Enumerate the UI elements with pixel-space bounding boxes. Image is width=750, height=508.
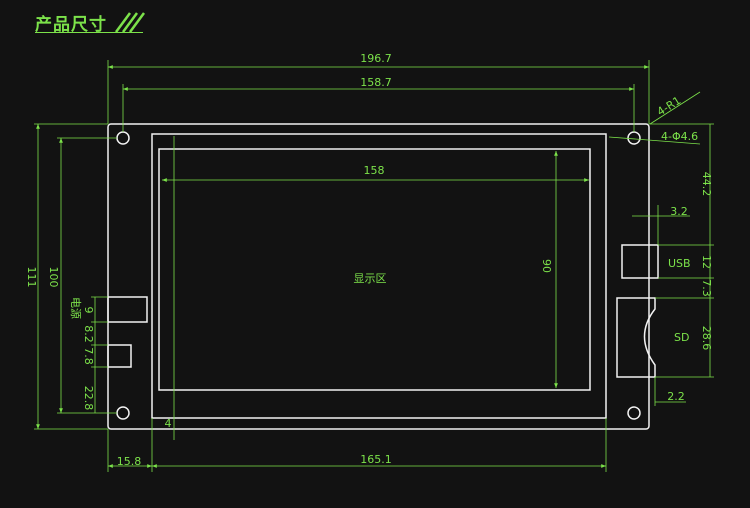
display-frame <box>151 133 607 419</box>
dim-sd-offset-text: 2.2 <box>667 390 685 403</box>
dim-display-width-text: 165.1 <box>360 453 392 466</box>
corner-radius-label: 4-R1 <box>655 94 684 119</box>
dim-bottom-margin-text: 4 <box>165 417 172 430</box>
dim-total-height-text: 111 <box>25 267 38 288</box>
dim-total-width-text: 196.7 <box>360 52 392 65</box>
usb-label: USB <box>668 257 691 270</box>
power-connector-1 <box>107 296 148 323</box>
sd-card-slot <box>616 297 656 378</box>
dim-right: 44.2 12 7.3 28.6 <box>649 123 714 378</box>
dim-power-2-text: 7.8 <box>82 347 95 365</box>
dim-hole-span-height: 100 <box>47 137 117 414</box>
corner-leader-line <box>649 91 701 125</box>
dim-left-power: 9 8.2 7.8 22.8 <box>82 296 108 413</box>
display-area-label: 显示区 <box>354 272 387 285</box>
mount-hole-top-right <box>627 131 641 145</box>
title-slash-icon <box>114 12 146 33</box>
screen-area <box>158 148 591 391</box>
hole-leader-line <box>608 136 701 145</box>
dim-usb-offset-text: 3.2 <box>670 205 688 218</box>
sd-label: SD <box>674 331 689 344</box>
dim-power-gap-text: 8.2 <box>82 325 95 343</box>
dim-left-margin-text: 15.8 <box>117 455 142 468</box>
dim-screen-width: 158 <box>162 164 589 182</box>
dim-hole-span-width: 158.7 <box>122 76 635 132</box>
dim-total-height: 111 <box>25 123 108 430</box>
dim-power-1-text: 9 <box>82 307 95 314</box>
title-underline <box>35 32 143 33</box>
page-title: 产品尺寸 <box>35 15 107 35</box>
dim-usb-offset: 3.2 <box>632 205 690 245</box>
dim-total-width: 196.7 <box>107 52 650 124</box>
dim-sd-height-text: 28.6 <box>700 326 713 351</box>
dim-screen-height: 90 <box>540 151 558 388</box>
dim-top-to-usb-text: 44.2 <box>700 172 713 197</box>
dim-usb-height-text: 12 <box>700 255 713 269</box>
dim-screen-width-text: 158 <box>364 164 385 177</box>
mount-hole-bottom-right <box>627 406 641 420</box>
mount-hole-bottom-left <box>116 406 130 420</box>
hole-diameter-label: 4-Φ4.6 <box>661 130 698 143</box>
power-label: 电源 <box>69 297 83 319</box>
usb-connector <box>621 244 659 279</box>
dim-bottom: 15.8 165.1 <box>107 418 607 472</box>
dim-usb-sd-gap-text: 7.3 <box>700 279 713 297</box>
dim-bottom-offset-text: 22.8 <box>82 386 95 411</box>
dim-hole-span-width-text: 158.7 <box>360 76 392 89</box>
power-connector-2 <box>107 344 132 368</box>
board-outline <box>107 123 650 430</box>
dim-sd-offset: 2.2 <box>654 377 686 406</box>
dim-hole-span-height-text: 100 <box>47 267 60 288</box>
dim-bottom-margin: 4 <box>165 136 175 440</box>
dim-screen-height-text: 90 <box>540 259 553 273</box>
mount-hole-top-left <box>116 131 130 145</box>
